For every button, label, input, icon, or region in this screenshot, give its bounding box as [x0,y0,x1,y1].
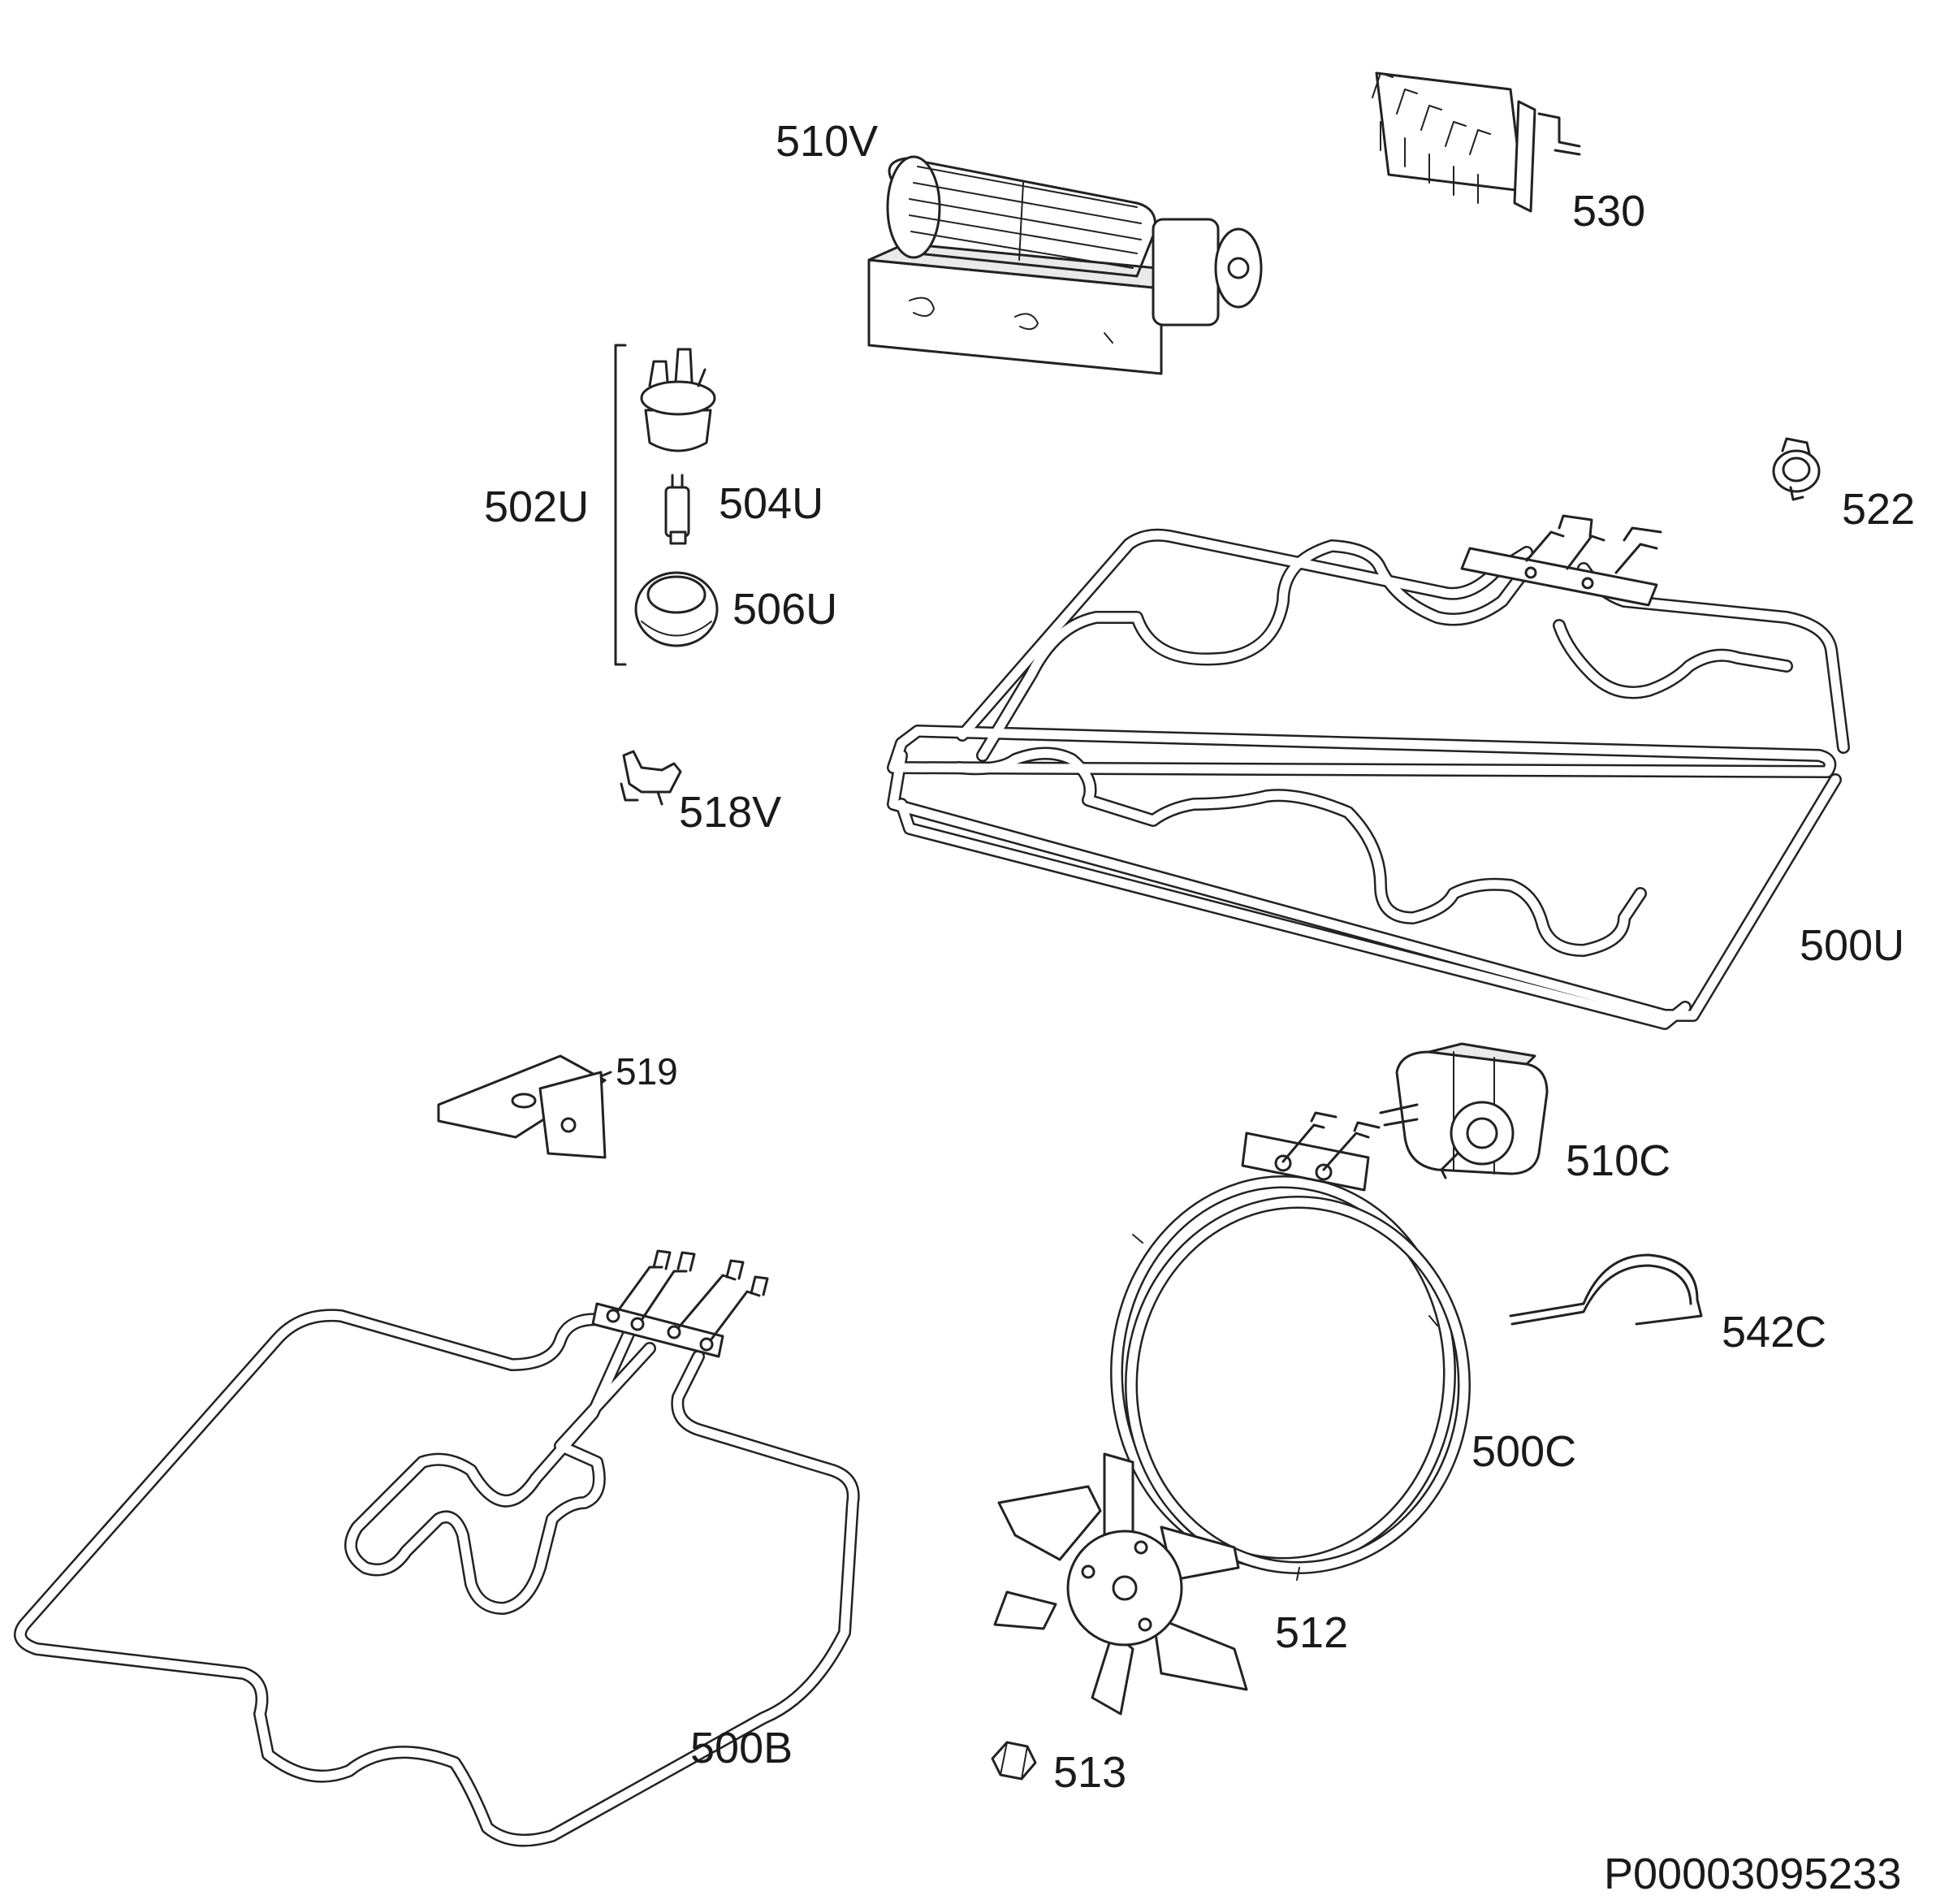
label-510c: 510C [1566,1136,1670,1185]
label-518v: 518V [679,788,781,837]
tangential-fan-part [867,155,1263,375]
label-530: 530 [1572,187,1645,236]
label-500b: 500B [690,1724,793,1772]
bracket-518v-part [620,750,682,806]
lamp-cover-part [634,571,719,647]
label-504u: 504U [719,479,823,528]
bracket-519-part [437,1054,612,1159]
wire-clip-part [1509,1253,1703,1326]
circular-element-part [1110,1111,1471,1581]
document-id: P00003095233 [1604,1850,1901,1898]
label-522: 522 [1842,485,1915,534]
lamp-group-bracket [614,344,627,666]
label-510v: 510V [776,117,878,166]
clip-522-part [1772,437,1821,501]
nut-part [991,1741,1037,1781]
grill-element-part [887,514,1850,1030]
fan-blade-part [993,1452,1248,1716]
lamp-bulb-part [664,474,690,545]
bottom-element-part [14,1249,860,1847]
label-500c: 500C [1471,1427,1576,1476]
label-506u: 506U [732,585,837,634]
label-513: 513 [1053,1748,1126,1797]
label-519: 519 [616,1050,678,1093]
fan-motor-part [1379,1042,1549,1179]
label-512: 512 [1275,1608,1348,1657]
lamp-holder-part [640,348,716,452]
label-500u: 500U [1800,921,1904,970]
label-502u: 502U [484,482,589,531]
label-542c: 542C [1722,1308,1826,1357]
terminal-block-part [1372,71,1581,213]
